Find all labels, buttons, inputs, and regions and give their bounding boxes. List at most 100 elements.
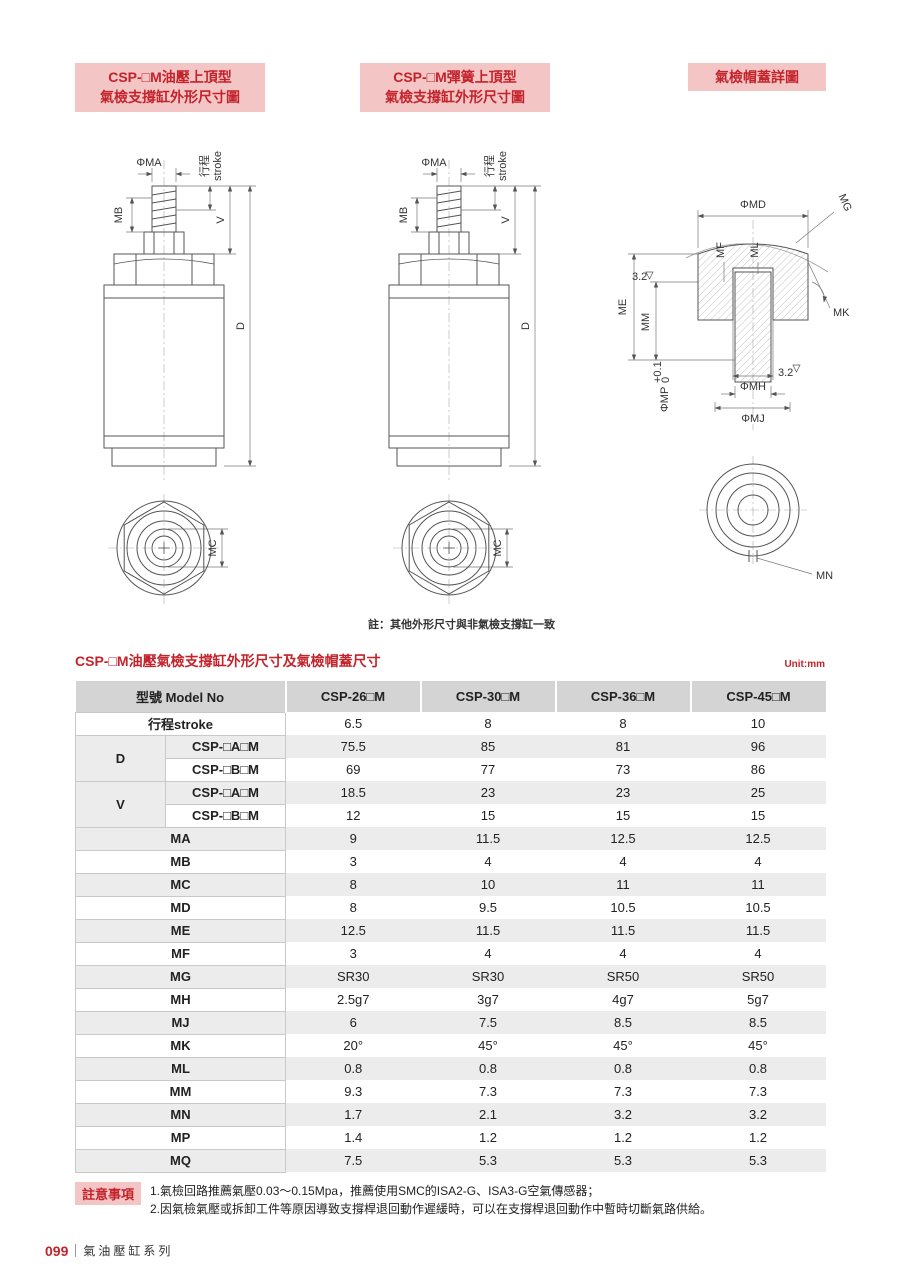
table-title: CSP-□M油壓氣檢支撐缸外形尺寸及氣檢帽蓋尺寸 — [75, 653, 381, 669]
bottom-view — [116, 500, 212, 596]
drawing-hydraulic-cylinder: ΦMA 行程 stroke MB V D MC — [103, 151, 256, 604]
cap-dimension-lines — [628, 210, 835, 575]
label-roughness-right: 3.2 — [778, 367, 793, 379]
cell-value: 12.5 — [745, 831, 771, 846]
table-row: MJ 6 7.5 8.5 8.5 — [74, 1010, 826, 1035]
drawing-spring-cylinder — [355, 118, 590, 623]
cell-value: 12.5 — [610, 831, 636, 846]
cell-value: 12.5 — [340, 923, 366, 938]
row-label: MD — [74, 895, 287, 920]
cell-value: 2.1 — [478, 1107, 498, 1122]
cell-value: 3g7 — [477, 992, 499, 1007]
header-cap-detail-text: 氣檢帽蓋詳圖 — [715, 69, 799, 85]
cell-value: 15 — [750, 808, 766, 823]
label-roughness-left: 3.2 — [632, 271, 647, 283]
label-phi-md: ΦMD — [740, 199, 766, 211]
cell-value: 7.3 — [748, 1084, 768, 1099]
label-mg: MG — [836, 192, 854, 213]
label-phi-mp-tol-zero: 0 — [660, 377, 672, 383]
col-header-model: 型號 Model No — [75, 681, 286, 712]
table-row: CSP-□B□M 69 77 73 86 — [76, 757, 826, 782]
page-footer: 099 氣油壓缸系列 — [45, 1242, 173, 1259]
cell-value: 7.5 — [344, 1153, 363, 1168]
col-header-csp45: CSP-45□M — [689, 681, 826, 712]
cautions-section: 註意事項 — [75, 1182, 142, 1205]
cap-bottom-view — [706, 463, 800, 562]
cell-value: 0.8 — [613, 1061, 633, 1076]
cell-value: 5.3 — [748, 1153, 768, 1168]
cell-value: 0.8 — [748, 1061, 768, 1076]
label-me: ME — [617, 299, 629, 316]
cell-value: 4g7 — [612, 992, 634, 1007]
dimension-table: 型號 Model No CSP-26□M CSP-30□M CSP-36□M C… — [74, 681, 826, 1173]
cell-value: 4 — [619, 946, 627, 961]
row-label: MQ — [74, 1148, 287, 1173]
cell-value: 73 — [615, 762, 631, 777]
label-v: V — [215, 216, 227, 224]
table-row: MP 1.4 1.2 1.2 1.2 — [74, 1125, 826, 1150]
cell-value: 10 — [750, 716, 766, 731]
cell-value: 8 — [349, 900, 357, 915]
label-phi-mp: ΦMP — [659, 387, 671, 412]
row-label: MG — [74, 964, 287, 989]
roughness-marks — [645, 271, 801, 373]
cell-value: 6 — [349, 1015, 357, 1030]
cell-value: 12 — [346, 808, 361, 823]
col-header-csp36: CSP-36□M — [554, 681, 691, 712]
label-phi-ma: ΦMA — [136, 157, 162, 169]
unit-label: Unit:mm — [784, 659, 825, 670]
header-hydraulic-type: CSP-□M油壓上頂型 氣檢支撐缸外形尺寸圖 — [75, 63, 265, 112]
drawing-cap-detail: ΦMD MG MF ML ME MM MK 3.2 3.2 ΦMP +0.1 0… — [617, 192, 854, 582]
row-label: MA — [74, 826, 287, 851]
table-row: MG SR30 SR30 SR50 SR50 — [74, 964, 826, 989]
cell-value: SR50 — [606, 969, 640, 984]
label-ml: ML — [749, 242, 761, 257]
table-row: MM 9.3 7.3 7.3 7.3 — [74, 1079, 826, 1104]
row-label: CSP-□B□M — [164, 803, 287, 828]
row-label: MN — [74, 1102, 287, 1127]
cell-value: 20° — [343, 1038, 364, 1053]
cell-value: 11.5 — [745, 923, 771, 938]
label-phi-mj: ΦMJ — [741, 413, 764, 425]
col-header-csp26: CSP-26□M — [284, 681, 421, 712]
row-label: 行程stroke — [74, 711, 287, 736]
cell-value: 86 — [750, 762, 766, 777]
label-mm: MM — [640, 313, 652, 331]
cell-value: 4 — [754, 946, 762, 961]
col-header-csp30: CSP-30□M — [419, 681, 556, 712]
cell-value: 8.5 — [748, 1015, 768, 1030]
cell-value: 4 — [484, 946, 492, 961]
table-row: MN 1.7 2.1 3.2 3.2 — [74, 1102, 826, 1127]
cell-value: 8 — [619, 716, 627, 731]
label-mf: MF — [715, 242, 727, 258]
cell-value: 1.2 — [478, 1130, 498, 1145]
row-label: MH — [74, 987, 287, 1012]
cell-value: 3 — [349, 946, 357, 961]
row-label: MJ — [74, 1010, 287, 1035]
caution-line-2: 2.因氣檢氣壓或拆卸工件等原因導致支撐桿退回動作遲緩時，可以在支撐桿退回動作中暫… — [150, 1202, 713, 1216]
row-label: CSP-□A□M — [164, 780, 287, 805]
cell-value: 15 — [615, 808, 631, 823]
cell-value: 1.4 — [344, 1130, 363, 1145]
row-label: CSP-□A□M — [164, 734, 287, 759]
cell-value: 3.2 — [748, 1107, 768, 1122]
cell-value: 4 — [619, 854, 627, 869]
label-mk: MK — [833, 307, 850, 319]
cell-value: SR30 — [471, 969, 505, 984]
cell-value: 5.3 — [478, 1153, 498, 1168]
row-label: ME — [74, 918, 287, 943]
label-d: D — [235, 322, 247, 330]
cell-value: 7.3 — [613, 1084, 633, 1099]
cell-value: 1.2 — [748, 1130, 768, 1145]
cell-value: 10.5 — [745, 900, 771, 915]
cell-value: 11.5 — [610, 923, 636, 938]
header-spring-type: CSP-□M彈簧上頂型 氣檢支撐缸外形尺寸圖 — [360, 63, 550, 112]
label-mc: MC — [207, 539, 219, 556]
cell-value: 96 — [750, 739, 766, 754]
header-spring-line2: 氣檢支撐缸外形尺寸圖 — [385, 89, 525, 106]
row-label: MK — [74, 1033, 287, 1058]
cell-value: 75.5 — [340, 739, 366, 754]
cell-value: 11 — [751, 877, 765, 892]
cell-value: 6.5 — [344, 716, 363, 731]
cell-value: 77 — [480, 762, 496, 777]
